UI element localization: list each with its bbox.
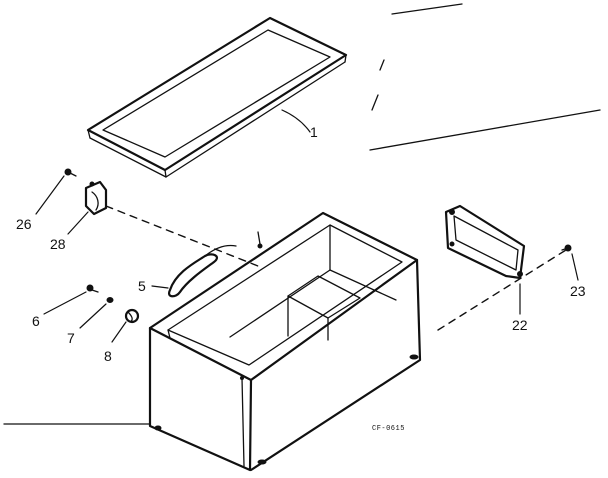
part-8-bushing bbox=[124, 308, 140, 324]
leader-part-6 bbox=[43, 291, 87, 315]
label-part-7: 7 bbox=[67, 330, 75, 346]
leader-part-23 bbox=[571, 253, 579, 281]
drawing-code: CF-0615 bbox=[372, 425, 405, 433]
label-part-28: 28 bbox=[50, 236, 66, 252]
alignment-line-left bbox=[105, 205, 259, 267]
part-26-screw bbox=[64, 168, 77, 177]
label-part-1: 1 bbox=[310, 124, 318, 140]
leader-part-1 bbox=[281, 109, 311, 133]
part-1-lid-frame bbox=[86, 16, 348, 178]
leader-part-28 bbox=[67, 211, 89, 235]
label-part-22: 22 bbox=[512, 317, 528, 333]
leader-part-26 bbox=[35, 175, 65, 215]
leader-part-7 bbox=[79, 303, 107, 329]
part-23-screw bbox=[561, 244, 572, 252]
leader-part-5 bbox=[151, 285, 169, 289]
part-7-washer bbox=[106, 297, 114, 303]
label-part-8: 8 bbox=[104, 348, 112, 364]
part-6-screw bbox=[86, 284, 99, 293]
label-part-5: 5 bbox=[138, 278, 146, 294]
part-22-cover-plate bbox=[444, 204, 526, 280]
part-28-bracket bbox=[84, 180, 108, 216]
alignment-line-right bbox=[437, 249, 567, 331]
chest-body bbox=[148, 211, 422, 472]
label-part-23: 23 bbox=[570, 283, 586, 299]
label-part-6: 6 bbox=[32, 313, 40, 329]
label-part-26: 26 bbox=[16, 216, 32, 232]
scan-marks bbox=[369, 3, 601, 151]
leader-part-8 bbox=[111, 321, 127, 343]
part-5-cord bbox=[168, 231, 263, 298]
